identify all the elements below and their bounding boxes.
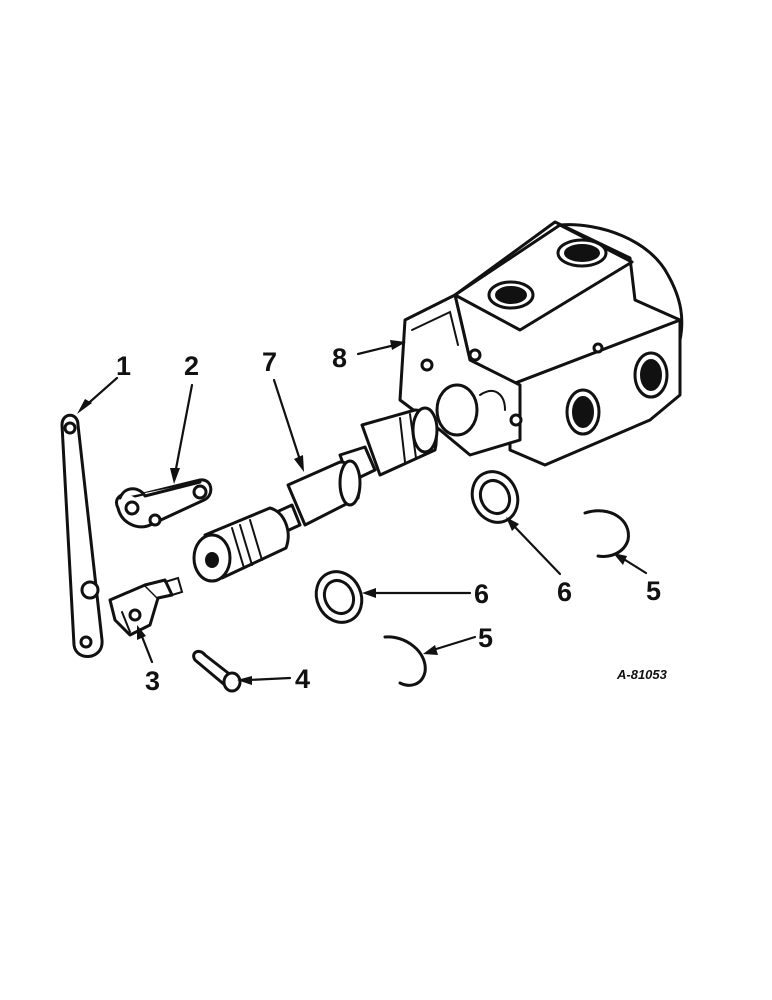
link <box>115 478 213 529</box>
snap-ring-lower <box>383 635 427 687</box>
figure-reference: A-81053 <box>616 667 668 682</box>
callout-6-lower: 6 <box>474 579 489 609</box>
callout-2: 2 <box>184 351 199 381</box>
leaders <box>77 340 648 685</box>
callout-4: 4 <box>295 664 310 694</box>
callout-1: 1 <box>116 351 131 381</box>
seal-right <box>470 470 520 524</box>
callout-5-lower: 5 <box>478 623 493 653</box>
snap-ring-right <box>583 509 630 558</box>
seal-lower <box>314 570 364 624</box>
pin <box>192 649 242 693</box>
callout-8: 8 <box>332 343 347 373</box>
callout-5-right: 5 <box>646 576 661 606</box>
lever <box>60 413 104 658</box>
spool-bore <box>435 383 479 437</box>
valve-body <box>398 220 684 467</box>
callout-6-right: 6 <box>557 577 572 607</box>
clevis <box>108 576 184 637</box>
valve-spool <box>192 406 439 583</box>
callout-3: 3 <box>145 666 160 696</box>
callout-7: 7 <box>262 347 277 377</box>
